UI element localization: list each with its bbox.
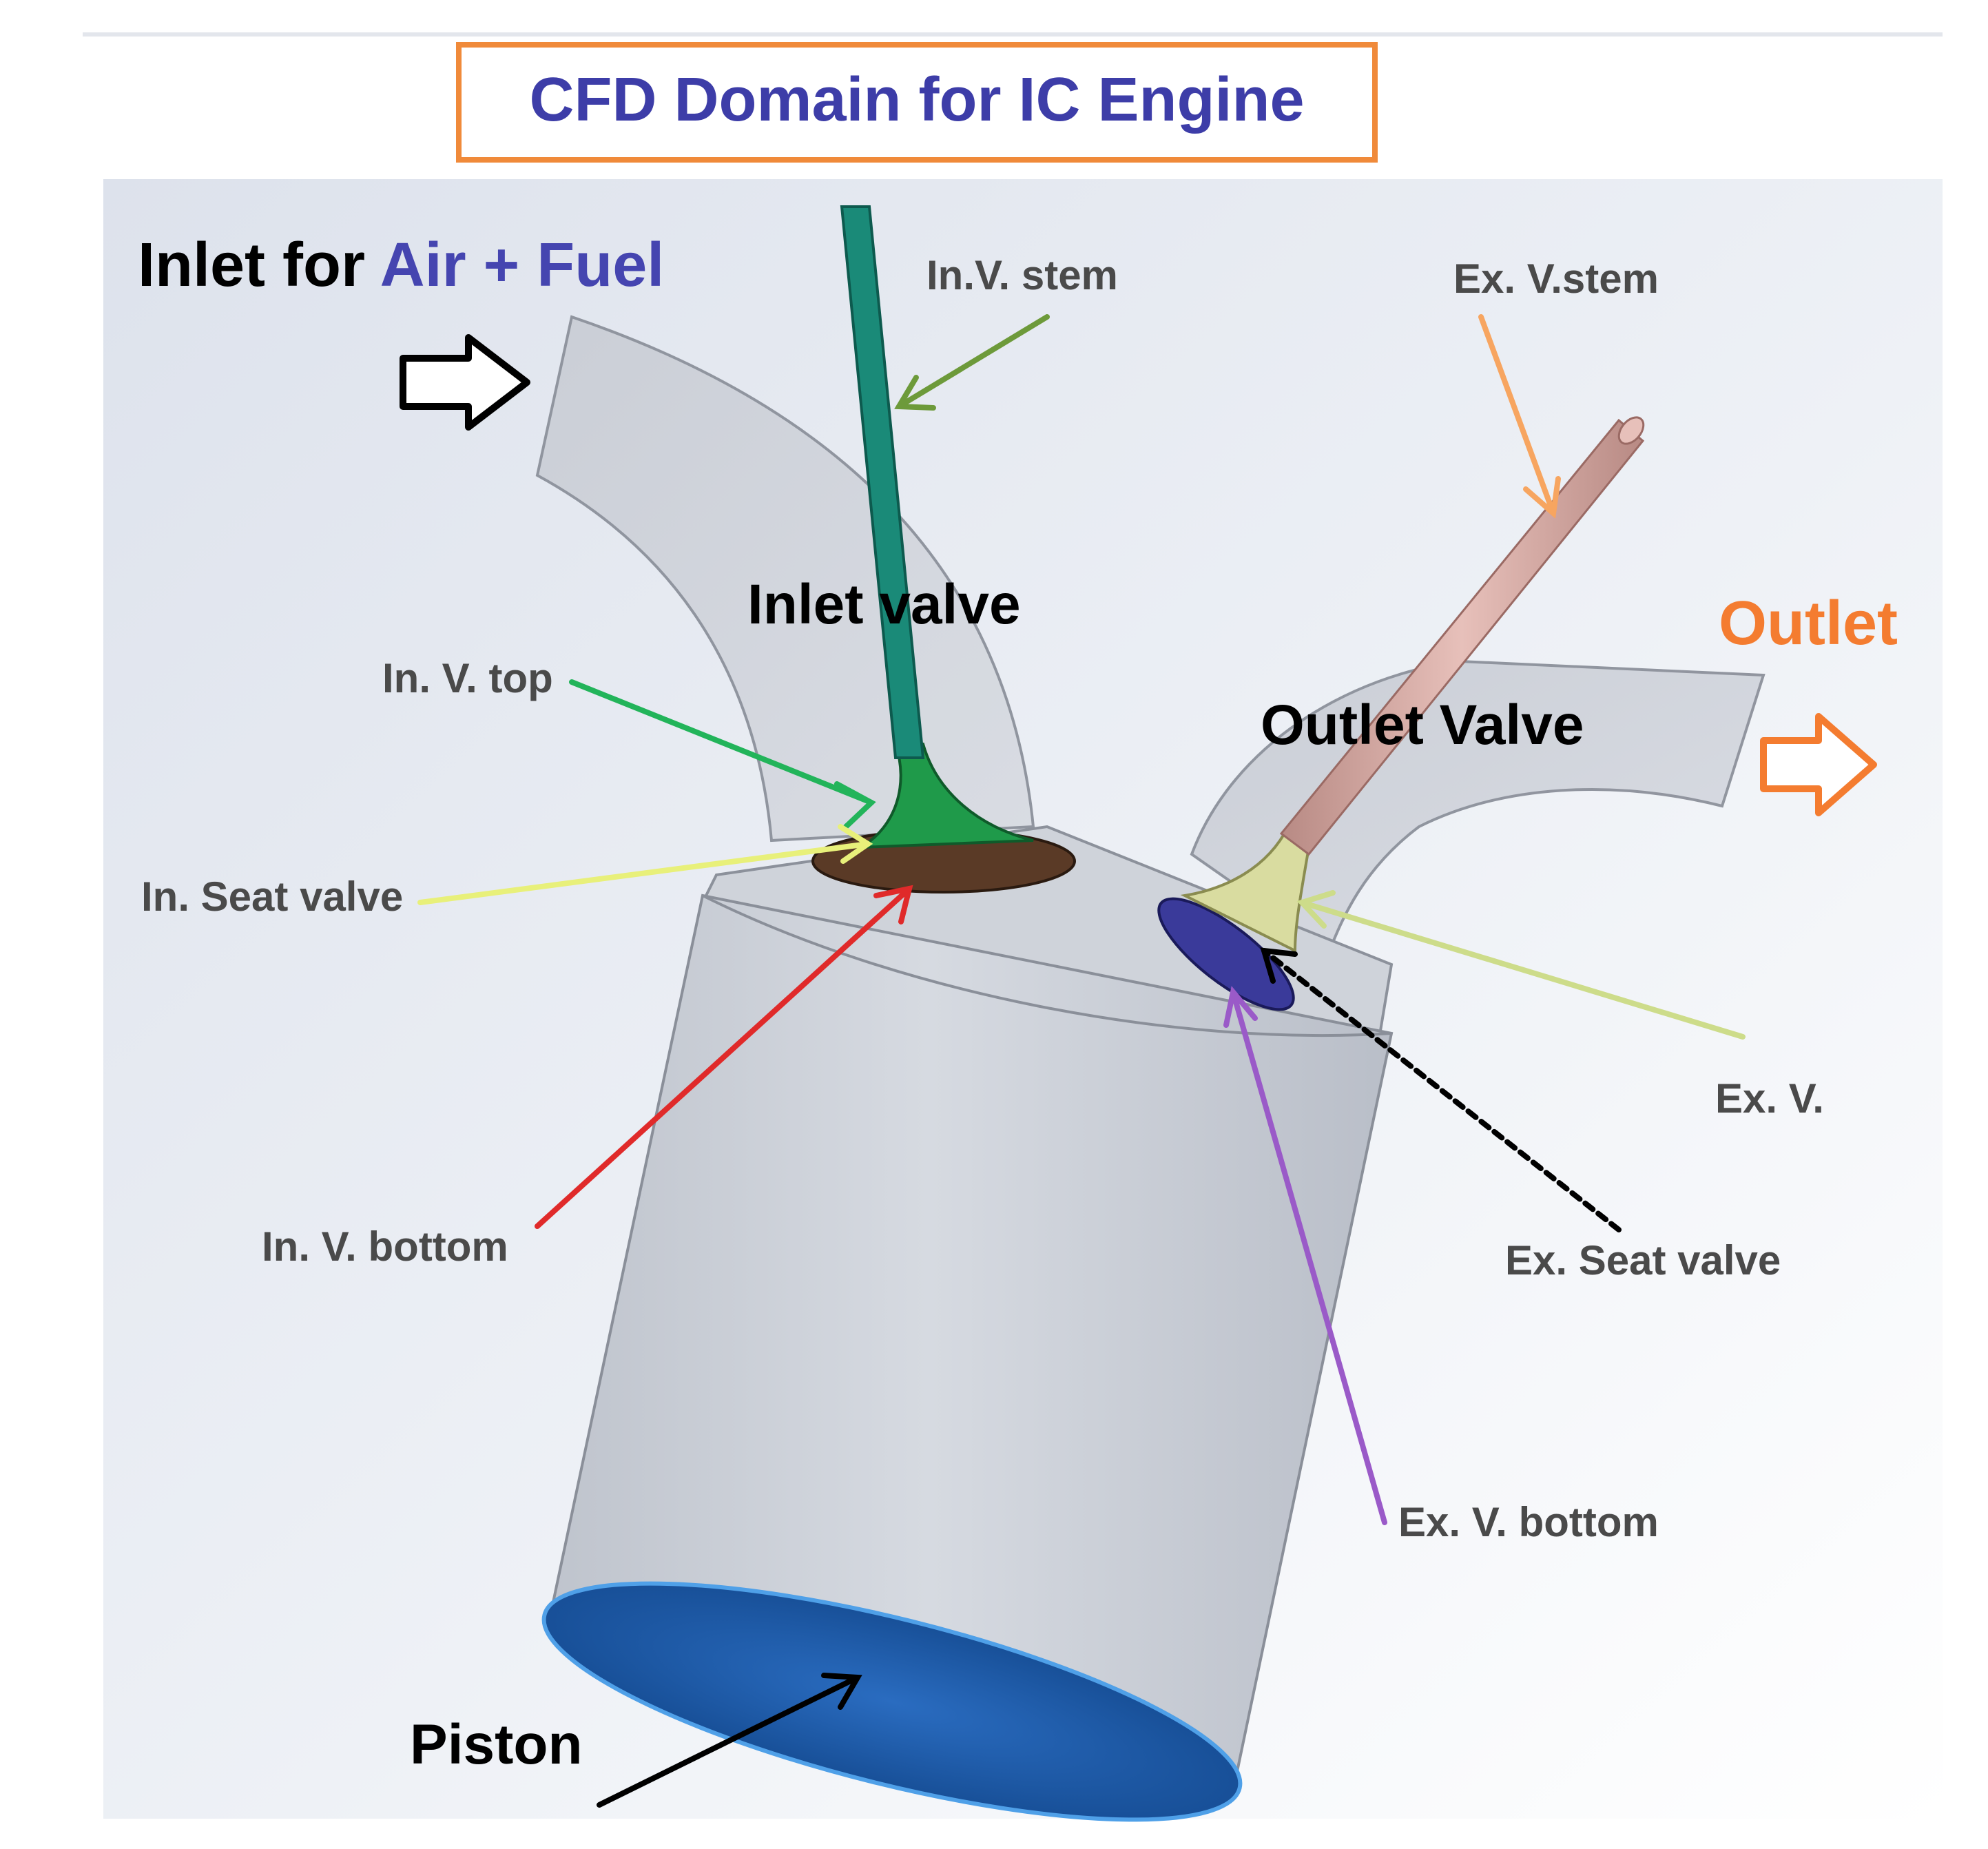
arrow-inlet-stem bbox=[896, 314, 1050, 409]
arrow-exhaust-bottom-head bbox=[1223, 986, 1258, 1028]
arrow-exhaust-bottom bbox=[1230, 989, 1387, 1525]
label-exhaust-valve: Ex. V. bbox=[1715, 1075, 1824, 1122]
label-exhaust-valve-stem: Ex. V.stem bbox=[1453, 256, 1659, 302]
cylinder-top-edge bbox=[702, 894, 1392, 1037]
label-outlet-valve: Outlet Valve bbox=[1261, 694, 1584, 756]
arrow-exhaust-seat bbox=[1261, 948, 1622, 1232]
label-piston: Piston bbox=[410, 1713, 583, 1776]
label-inlet-valve-top: In. V. top bbox=[382, 655, 553, 701]
arrow-inlet-seat-head bbox=[838, 824, 873, 864]
inlet-label-prefix: Inlet for bbox=[138, 231, 380, 300]
arrow-inlet-seat bbox=[417, 841, 871, 905]
arrow-exhaust-stem-head bbox=[1523, 476, 1561, 519]
label-inlet-valve-bottom: In. V. bottom bbox=[262, 1223, 508, 1270]
outlet-label: Outlet bbox=[1719, 589, 1898, 658]
arrow-inlet-top bbox=[569, 679, 874, 805]
inlet-label-highlight: Air + Fuel bbox=[380, 231, 665, 300]
inlet-label: Inlet for Air + Fuel bbox=[138, 231, 664, 300]
outlet-flow-arrow bbox=[1760, 713, 1877, 816]
arrow-piston bbox=[597, 1675, 860, 1808]
arrow-inlet-bottom bbox=[535, 886, 912, 1229]
arrow-exhaust-valve bbox=[1299, 900, 1746, 1040]
leader-arrows bbox=[417, 314, 1746, 1808]
label-exhaust-valve-bottom: Ex. V. bottom bbox=[1398, 1499, 1659, 1545]
exhaust-seat bbox=[1157, 897, 1295, 1011]
arrow-piston-head bbox=[821, 1673, 862, 1710]
label-inlet-valve-stem: In.V. stem bbox=[926, 252, 1118, 298]
label-inlet-valve: Inlet valve bbox=[747, 573, 1021, 636]
arrow-exhaust-seat-head bbox=[1260, 947, 1298, 984]
diagram-title: CFD Domain for IC Engine bbox=[530, 65, 1305, 134]
title-box bbox=[456, 42, 1378, 163]
piston-face bbox=[541, 1581, 1243, 1822]
label-inlet-seat-valve: In. Seat valve bbox=[141, 874, 403, 920]
inlet-valve-stem bbox=[840, 205, 925, 759]
arrow-inlet-stem-head bbox=[894, 375, 936, 411]
exhaust-stem-cap bbox=[1617, 416, 1645, 445]
arrow-exhaust-valve-head bbox=[1296, 890, 1336, 929]
arrow-exhaust-stem bbox=[1478, 314, 1556, 516]
inlet-flow-arrow bbox=[400, 334, 530, 431]
arrow-inlet-top-head bbox=[834, 781, 876, 829]
label-exhaust-seat-valve: Ex. Seat valve bbox=[1505, 1237, 1781, 1283]
outlet-port bbox=[1190, 659, 1766, 953]
arrow-inlet-bottom-head bbox=[873, 885, 913, 924]
